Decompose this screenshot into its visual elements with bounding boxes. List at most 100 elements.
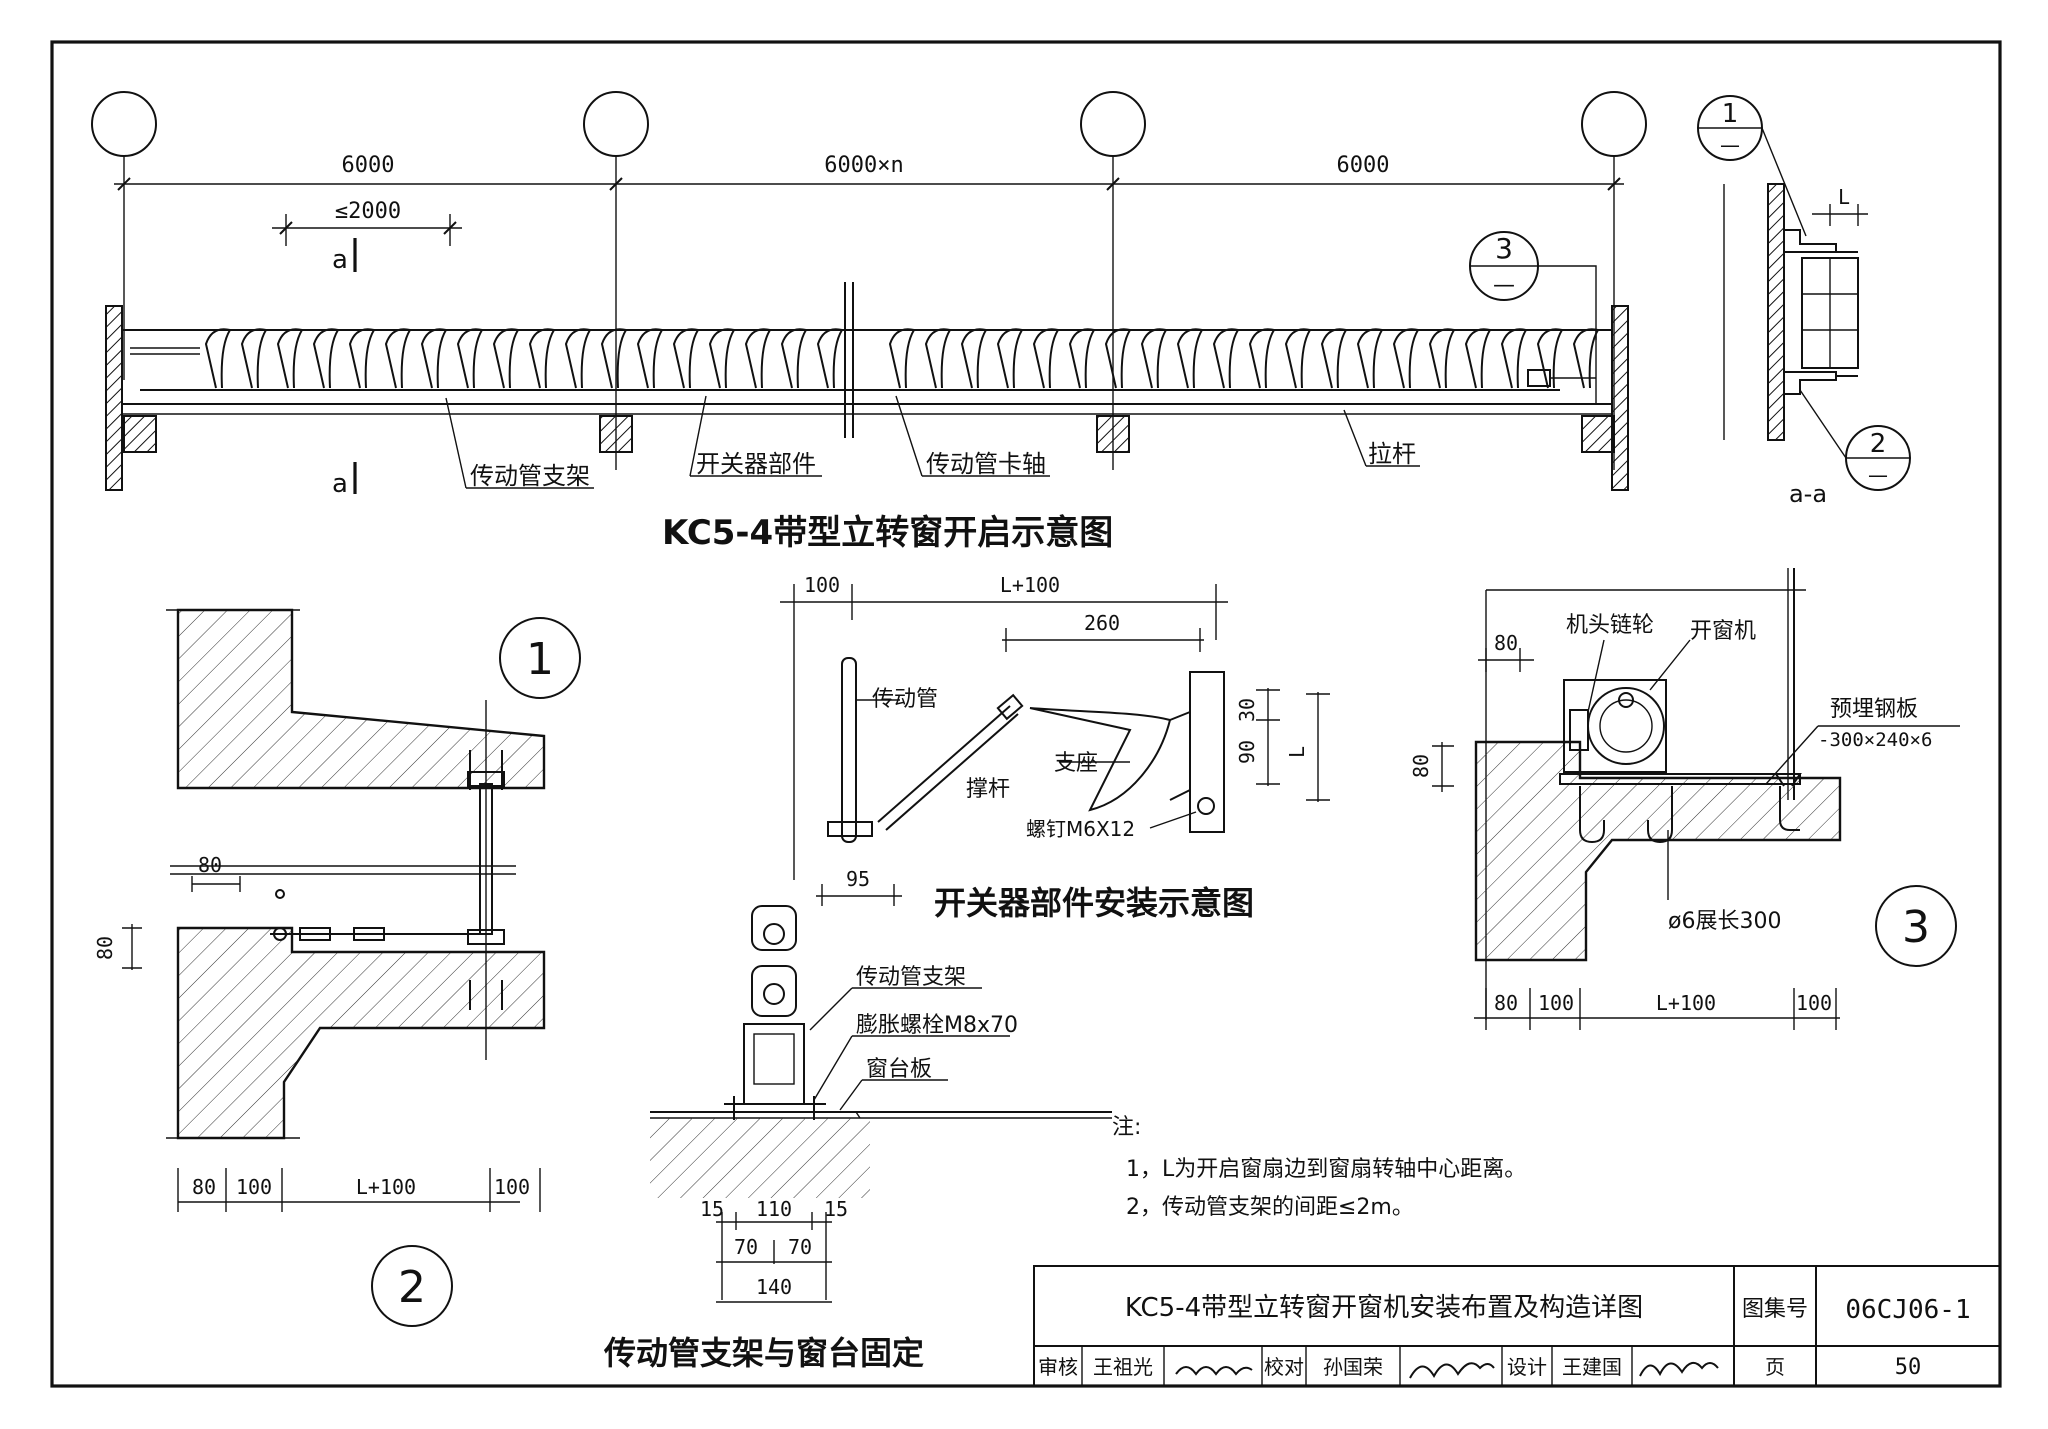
dim-80-a: 80 [198,853,222,877]
designer-signature [1639,1361,1719,1377]
slab [1474,740,1842,962]
page-label: 页 [1765,1355,1785,1379]
dim-260: 260 [1084,611,1120,635]
title-block: KC5-4带型立转窗开窗机安装布置及构造详图 图集号 06CJ06-1 审核 王… [1033,1265,2001,1387]
dim-100-a: 100 [1538,991,1574,1015]
dim-span-n: 6000×n [824,153,903,178]
open-sash [1392,328,1420,389]
open-sash [420,328,448,389]
note-1: 1，L为开启窗扇边到窗扇转轴中心距离。 [1126,1157,1526,1182]
label-expansion-bolt: 膨胀螺栓M8x70 [856,1013,1018,1038]
open-sash [312,328,340,389]
detail-1-marker [499,617,581,699]
bracket-fix-diagram: 传动管支架 膨胀螺栓M8x70 窗台板 15 110 15 70 70 140 … [603,905,1112,1372]
open-sash [744,328,772,389]
callout-3-sub: — [1493,273,1515,298]
label-tube-clamp: 传动管卡轴 [926,450,1046,478]
section-mark-top: a [332,245,348,275]
dim-15-a: 15 [700,1197,724,1221]
label-drive-tube: 传动管 [872,687,938,712]
embedded-plate [1559,773,1801,785]
open-sash [1032,328,1060,389]
open-sash [1248,328,1276,389]
main-view: 6000 6000×n 6000 ≤2000 a a [91,91,1647,553]
label-screw: 螺钉M6X12 [1026,817,1135,841]
sill-concrete [650,1118,870,1198]
drive-tube-vertical [841,657,857,843]
open-sash [1356,328,1384,389]
open-sash [1464,328,1492,389]
dim-90: 90 [1235,740,1259,764]
open-sash [528,328,556,389]
dim-L-plus-100: L+100 [1656,991,1716,1015]
callout-2-sub: — [1868,463,1888,487]
page-number: 50 [1895,1355,1922,1380]
open-sash [1068,328,1096,389]
atlas-label: 图集号 [1742,1297,1808,1322]
open-sash [1212,328,1240,389]
bracket-fix-title: 传动管支架与窗台固定 [603,1334,924,1372]
open-sash [1536,328,1564,389]
callout-1-sub: — [1720,133,1740,157]
column-block [123,415,157,453]
dim-70-b: 70 [788,1235,812,1259]
label-support: 支座 [1054,751,1098,776]
column-block [1096,415,1130,453]
open-sash [780,328,808,389]
main-view-title: KC5-4带型立转窗开启示意图 [662,513,1113,553]
open-sash [1140,328,1168,389]
open-sash [1428,328,1456,389]
dim-140: 140 [756,1275,792,1299]
detail-3: 机头链轮 开窗机 预埋钢板 -300×240×6 ø6展长300 80 80 8… [1409,568,1960,1030]
tube-bracket [743,1023,805,1105]
wall-left [105,305,123,491]
dim-100-a: 100 [236,1175,272,1199]
open-sash [708,328,736,389]
designer-name: 王建国 [1562,1355,1622,1379]
dim-70-a: 70 [734,1235,758,1259]
open-sash [672,328,700,389]
axis-circle [1080,91,1146,157]
open-sash [276,328,304,389]
dim-80-c: 80 [1494,991,1518,1015]
dim-100: 100 [804,573,840,597]
atlas-number: 06CJ06-1 [1845,1295,1970,1325]
label-head-sprocket: 机头链轮 [1566,613,1654,638]
label-bracket: 传动管支架 [856,965,966,990]
open-sash [564,328,592,389]
open-sash [1500,328,1528,389]
dim-15-b: 15 [824,1197,848,1221]
open-sash [1320,328,1348,389]
section-a-a: L 1 — 2 — a-a [1697,95,1911,508]
label-rebar: ø6展长300 [1668,909,1781,934]
open-sash [600,328,628,389]
open-sashes [204,328,1600,389]
detail-2-number: 2 [398,1262,426,1313]
dim-80-b: 80 [1409,754,1433,778]
detail-1-number: 1 [526,634,554,685]
dim-span-1: 6000 [342,153,395,178]
window-opener [1563,679,1667,773]
dim-100-b: 100 [494,1175,530,1199]
check-label: 校对 [1264,1355,1304,1379]
label-embedded-plate: 预埋钢板 [1830,697,1918,722]
label-plate-size: -300×240×6 [1818,729,1932,751]
label-opener: 开窗机 [1690,619,1756,644]
callout-1-number: 1 [1722,99,1739,129]
open-sash [636,328,664,389]
dim-span-3: 6000 [1337,153,1390,178]
dim-L-plus-100: L+100 [356,1175,416,1199]
label-pull-rod: 拉杆 [1368,440,1416,468]
dim-100-b: 100 [1796,991,1832,1015]
open-sash [1572,328,1600,389]
notes-heading: 注: [1112,1115,1141,1140]
upper-slab [176,608,546,790]
detail-3-marker [1875,885,1957,967]
switch-part-diagram: 100 L+100 260 传动管 撑杆 支座 螺钉M6X12 30 90 [780,573,1330,922]
dim-L-plus-100: L+100 [1000,573,1060,597]
checker-signature [1409,1362,1495,1379]
dim-95: 95 [846,867,870,891]
wall-plate [1189,671,1225,833]
notes: 注: 1，L为开启窗扇边到窗扇转轴中心距离。 2，传动管支架的间距≤2m。 [1112,1115,1526,1220]
